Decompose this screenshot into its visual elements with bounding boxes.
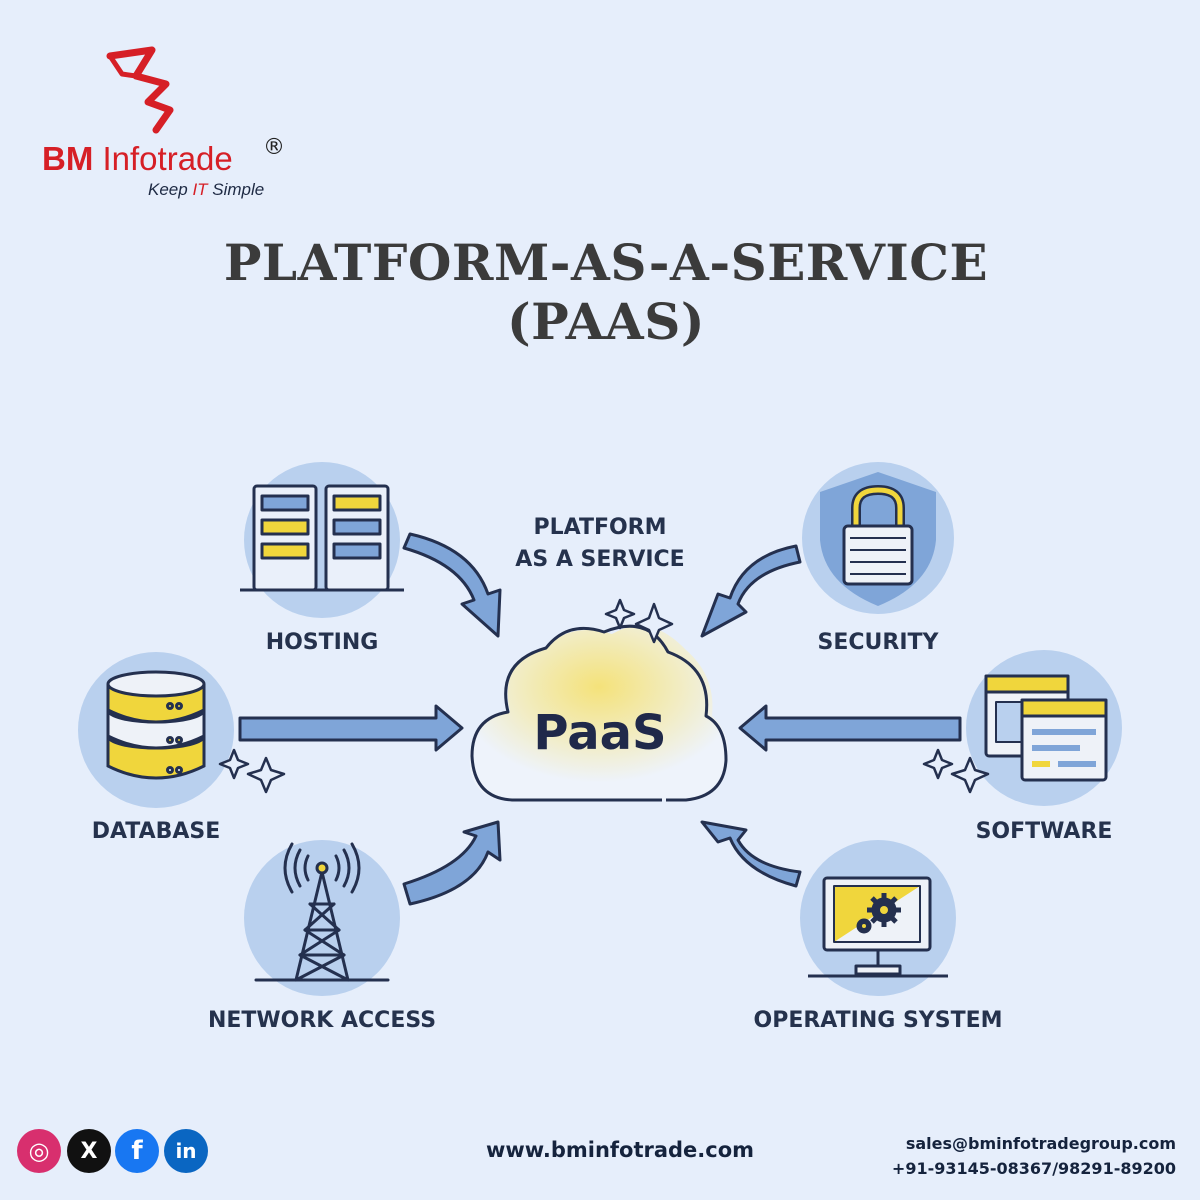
paas-center-label: PaaS bbox=[533, 705, 667, 761]
server-racks-icon bbox=[240, 484, 404, 592]
linkedin-icon[interactable]: in bbox=[164, 1129, 208, 1173]
paas-heading-line2: AS A SERVICE bbox=[515, 547, 685, 572]
instagram-icon[interactable]: ◎ bbox=[17, 1129, 61, 1173]
node-label-operating-system: OPERATING SYSTEM bbox=[753, 1008, 1003, 1033]
website-link[interactable]: www.bminfotrade.com bbox=[486, 1138, 755, 1162]
page-title-line2: (PAAS) bbox=[507, 292, 705, 351]
contact-info: sales@bminfotradegroup.com +91-93145-083… bbox=[892, 1131, 1176, 1181]
facebook-icon[interactable]: f bbox=[115, 1129, 159, 1173]
sparkle-icons bbox=[218, 598, 990, 794]
flow-arrows bbox=[238, 532, 962, 906]
monitor-gears-icon bbox=[808, 876, 948, 978]
node-label-database: DATABASE bbox=[91, 819, 221, 844]
registered-mark: ® bbox=[263, 135, 285, 160]
app-windows-icon bbox=[984, 674, 1108, 782]
contact-phone[interactable]: +91-93145-08367/98291-89200 bbox=[891, 1159, 1176, 1178]
node-label-software: SOFTWARE bbox=[975, 819, 1113, 844]
padlock-shield-icon bbox=[820, 472, 936, 606]
node-label-hosting: HOSTING bbox=[265, 630, 379, 655]
brand-tagline: Keep IT Simple bbox=[148, 180, 265, 199]
node-label-security: SECURITY bbox=[817, 630, 939, 655]
antenna-tower-icon bbox=[254, 842, 390, 982]
brand-name: BM Infotrade bbox=[42, 140, 233, 177]
paas-cloud-icon bbox=[469, 624, 729, 802]
x-icon[interactable]: X bbox=[67, 1129, 111, 1173]
paas-heading-line1: PLATFORM bbox=[533, 515, 667, 540]
paas-heading: PLATFORM AS A SERVICE bbox=[515, 512, 684, 576]
node-label-network-access: NETWORK ACCESS bbox=[207, 1008, 437, 1033]
contact-email[interactable]: sales@bminfotradegroup.com bbox=[905, 1134, 1176, 1153]
page-title-line1: PLATFORM-AS-A-SERVICE bbox=[223, 233, 989, 292]
brand-logo-icon bbox=[106, 46, 174, 134]
database-icon bbox=[106, 670, 206, 780]
network-circle bbox=[244, 840, 400, 996]
